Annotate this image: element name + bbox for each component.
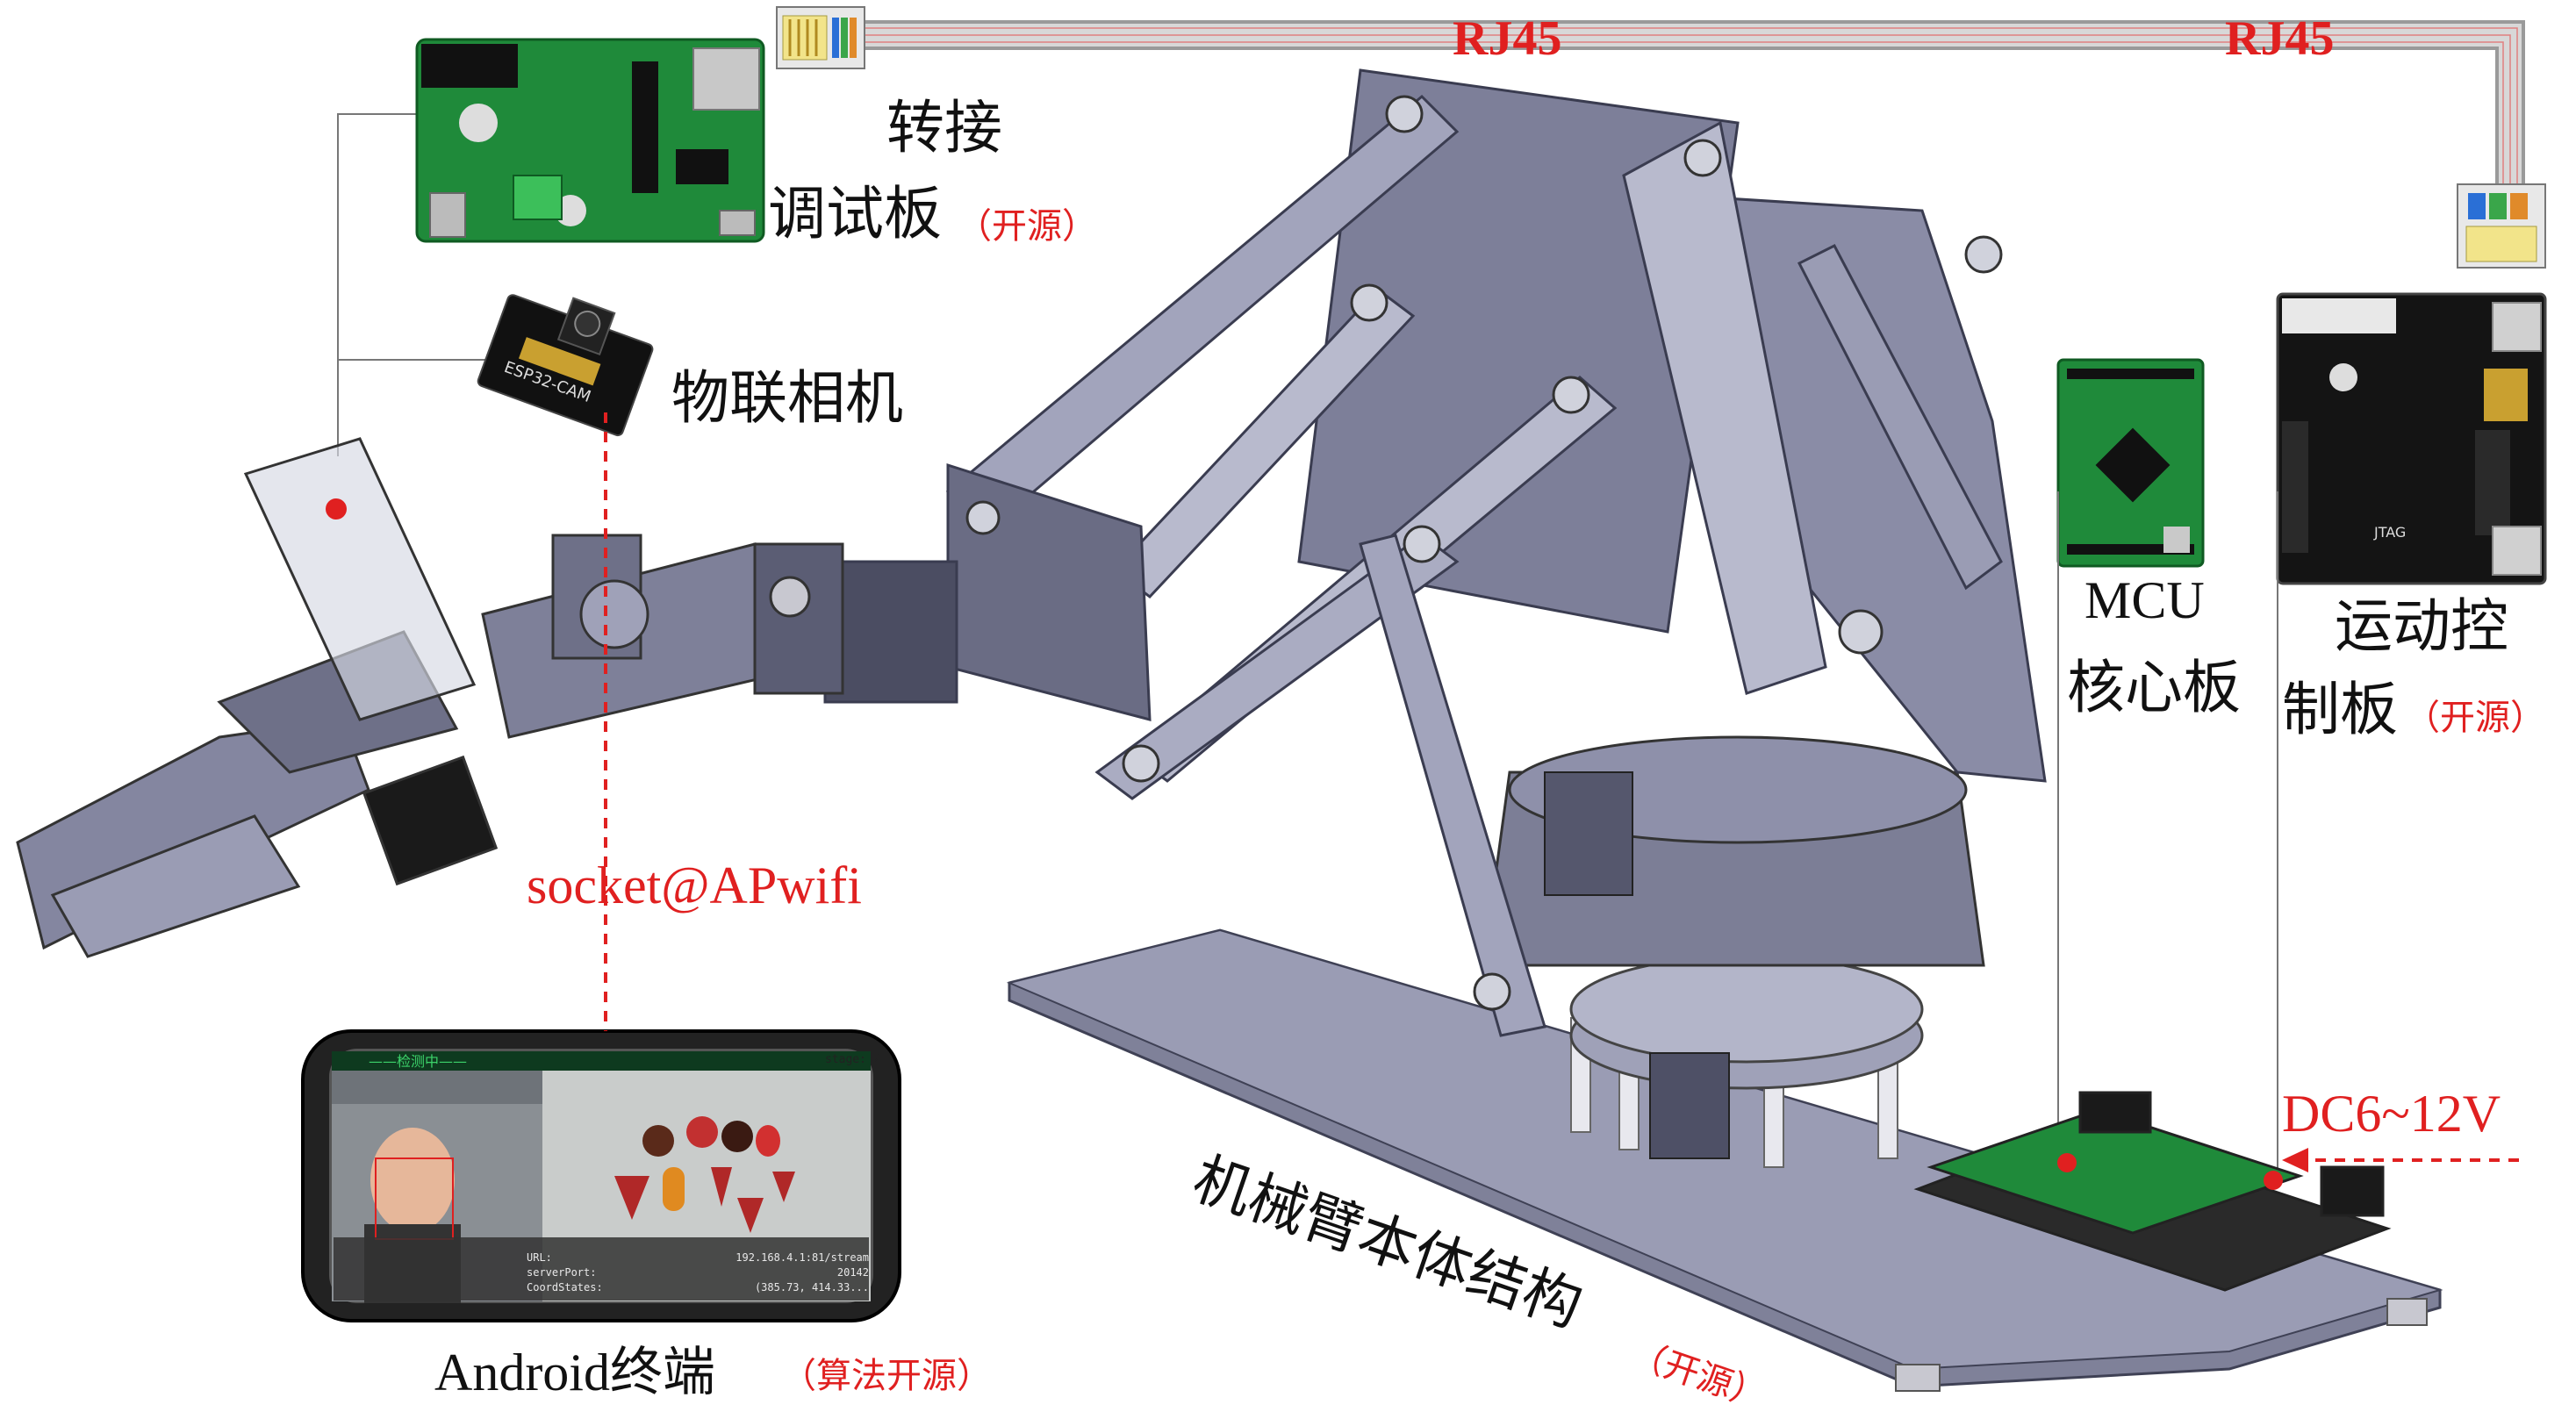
phone-header-text: ——检测中—— — [369, 1053, 468, 1070]
motion-label-line2: 制板 — [2282, 676, 2398, 743]
rj45-plug-right — [2457, 183, 2546, 269]
board-leads — [2057, 491, 2278, 1185]
motion-board-jtag-text: JTAG — [2373, 524, 2406, 541]
power-input-line — [2282, 1148, 2519, 1172]
arm-links — [823, 68, 2047, 1037]
phone-info-row: URL: 192.168.4.1:81/stream — [527, 1251, 869, 1264]
adapter-label-line2: 调试板 — [768, 180, 942, 247]
mounted-pcb-stack — [1913, 1091, 2392, 1292]
power-label: DC6~12V — [2282, 1085, 2501, 1143]
motion-control-board: JTAG — [2276, 292, 2547, 585]
phone-info-panel: URL: 192.168.4.1:81/stream serverPort: 2… — [527, 1251, 869, 1295]
arm-rotary-base — [1482, 735, 1985, 1168]
adapter-board — [415, 38, 765, 243]
phone-info-row: CoordStates: (385.73, 414.33... — [527, 1281, 869, 1294]
arm-forearm — [481, 534, 844, 739]
phone-info-row: serverPort: 20142 — [527, 1266, 869, 1279]
arm-pivots — [965, 95, 2003, 1011]
adapter-open-source-tag: （开源） — [957, 206, 1097, 247]
phone-stage-text: stage: 2 — [825, 1053, 880, 1066]
mcu-label-line1: MCU — [2084, 571, 2205, 629]
rj45-label-left: RJ45 — [1453, 11, 1562, 66]
mcu-label-line2: 核心板 — [2067, 654, 2241, 721]
android-open-source-tag: （算法开源） — [781, 1356, 992, 1396]
socket-label: socket@APwifi — [527, 856, 862, 914]
arm-gripper — [16, 437, 499, 958]
rj45-plug-left — [776, 6, 865, 69]
android-label: Android终端 — [434, 1344, 715, 1401]
esp32-cam-board — [477, 294, 654, 437]
motion-label-line1: 运动控 — [2335, 592, 2508, 660]
camera-label: 物联相机 — [671, 364, 903, 432]
rj45-label-right: RJ45 — [2225, 11, 2335, 66]
motion-open-source-tag: （开源） — [2405, 698, 2545, 738]
camera-connector-lines — [337, 113, 492, 456]
android-phone — [301, 1029, 901, 1322]
adapter-label-line1: 转接 — [886, 94, 1002, 161]
mcu-core-board — [2056, 358, 2205, 568]
rj45-cable — [860, 20, 2525, 189]
